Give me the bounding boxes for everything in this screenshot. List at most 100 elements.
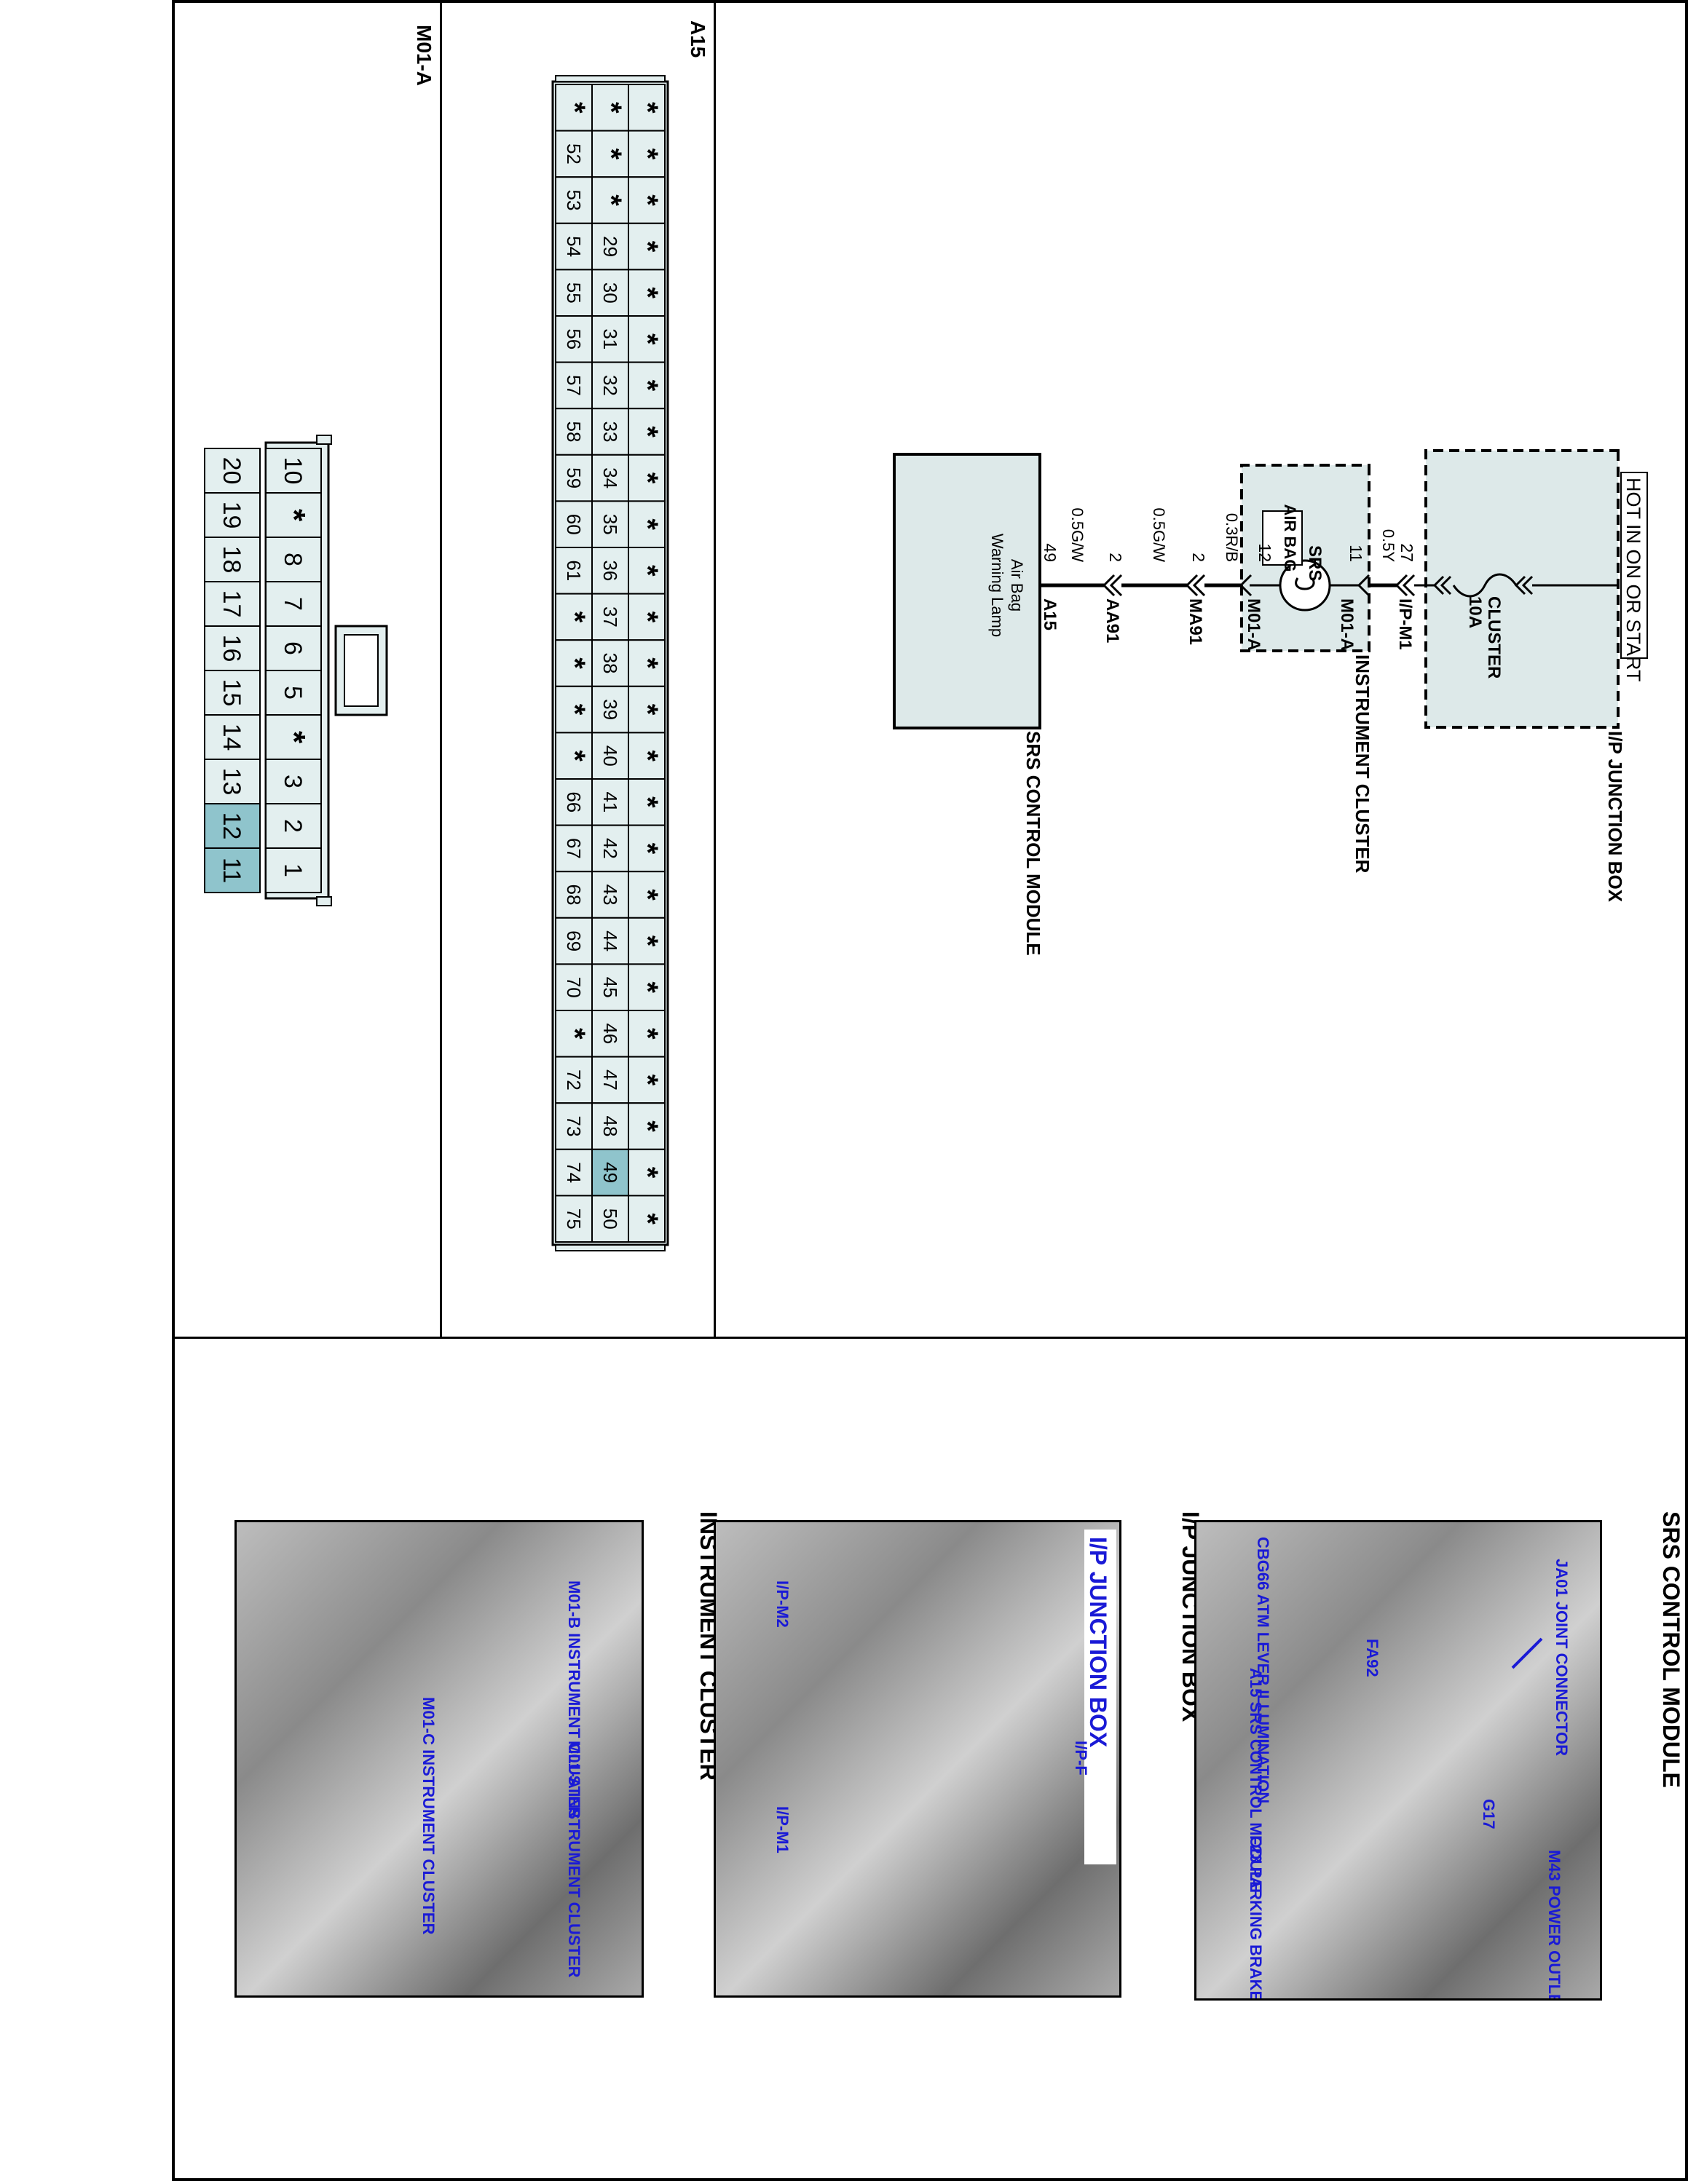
a15-pin-cell [555, 1195, 593, 1243]
connector-divider-2 [714, 0, 716, 1338]
wire-3: 0.5G/W [1150, 507, 1168, 562]
ma91-pin: 2 [1189, 553, 1208, 562]
a15-latch-right [555, 1244, 666, 1251]
a15-pin-label: * [631, 796, 663, 808]
srs-label-3: M43 POWER OUTLET [1545, 1850, 1563, 1998]
a15-pin-label: * [631, 194, 663, 206]
a15-pin-label: * [559, 750, 591, 761]
ipm1-name: I/P-M1 [1395, 598, 1415, 650]
junction-box-photo: I/P JUNCTION BOX I/P-M2 I/P-F I/P-M1 [714, 1520, 1121, 1998]
m01a-pin-label: 14 [218, 724, 245, 751]
m01a-pin-label: 19 [218, 502, 245, 529]
module-text-1: Air Bag [1008, 559, 1026, 612]
m01a-pin-label: 18 [218, 546, 245, 574]
a15-pin-label: 53 [563, 190, 585, 211]
airbag-label: AIR BAG [1281, 505, 1299, 572]
m01a-pin-label: 5 [279, 686, 307, 700]
m01a-key-inner [344, 634, 379, 707]
a15-pin-label: 69 [563, 930, 585, 951]
aa91-name: AA91 [1103, 598, 1122, 643]
a15-pin-label: * [595, 194, 627, 206]
power-label: HOT IN ON OR START [1622, 478, 1644, 682]
m01a-pin-label: 2 [279, 819, 307, 833]
a15-pin-label: 29 [599, 236, 621, 257]
wire-2: 0.3R/B [1223, 513, 1241, 562]
a15-pin-label: * [631, 1213, 663, 1224]
fuse-icon [1452, 573, 1518, 598]
a15-pin-label: * [631, 149, 663, 160]
a15-pin-label: 73 [563, 1116, 585, 1137]
junction-box [1424, 449, 1620, 729]
a15-pin-label: * [559, 612, 591, 623]
a15-pin-label: * [559, 1028, 591, 1040]
a15-pin-label: * [631, 981, 663, 993]
a15-pin-label: * [631, 889, 663, 901]
a15-pin-label: 49 [599, 1162, 621, 1183]
m01a-pin-label: 15 [218, 679, 245, 707]
srs-label-6: A15 SRS CONTROL MODULE [1247, 1668, 1265, 1892]
a15-name: A15 [1040, 598, 1060, 630]
a15-pin-label: 50 [599, 1208, 621, 1230]
srs-label-7: F23 PARKING BRAKE SWITCH [1247, 1835, 1265, 1998]
a15-pin-label: * [631, 1120, 663, 1132]
a15-pin-label: 75 [563, 1208, 585, 1230]
a15-pin-label: * [559, 704, 591, 716]
m01a-pin-label: 12 [218, 812, 245, 840]
a15-pin-label: 70 [563, 977, 585, 998]
srs-label-2: G17 [1480, 1799, 1498, 1829]
a15-pin-label: * [631, 1028, 663, 1040]
a15-pin-label: * [631, 935, 663, 947]
m01a-pin-label: 10 [279, 457, 307, 485]
srs-module-photo: JA01 JOINT CONNECTOR G17 M43 POWER OUTLE… [1194, 1520, 1602, 2001]
m01a-pin-label: 16 [218, 635, 245, 662]
instrument-cluster-photo: M01-B INSTRUMENT CLUSTER M01-C INSTRUMEN… [234, 1520, 644, 1998]
srs-label-1: JA01 JOINT CONNECTOR [1553, 1559, 1571, 1756]
m01a-pin-label: 3 [279, 775, 307, 788]
a15-pin-label: 39 [599, 699, 621, 720]
a15-pin-label: 44 [599, 930, 621, 951]
ic-label-3: M01-A INSTRUMENT CLUSTER [565, 1741, 583, 1978]
a15-pin-label: * [631, 518, 663, 530]
a15-pin-label: 36 [599, 560, 621, 581]
a15-pin-label: 56 [563, 328, 585, 349]
a15-pin-label: 31 [599, 328, 621, 349]
m01a-pin-label: 11 [218, 858, 245, 883]
a15-pin-label: 54 [563, 236, 585, 257]
a15-pin-label: 57 [563, 375, 585, 396]
a15-pin-label: * [595, 149, 627, 160]
a15-pin-label: * [595, 102, 627, 114]
m01a-title: M01-A [413, 25, 435, 86]
m01a-out-name: M01-A [1244, 598, 1263, 651]
m01a-pin-label: 8 [279, 553, 307, 566]
a15-pin-label: 37 [599, 606, 621, 628]
a15-pin-label: 58 [563, 422, 585, 443]
a15-pin-label: * [631, 1167, 663, 1179]
a15-pin-label: * [559, 657, 591, 669]
a15-pin-label: * [631, 704, 663, 716]
a15-pin: 49 [1041, 543, 1060, 562]
a15-pin-label: 59 [563, 467, 585, 488]
a15-pin-label: 40 [599, 745, 621, 767]
ipm1-pin: 27 [1397, 543, 1416, 562]
ic-label-1: M01-B INSTRUMENT CLUSTER [565, 1580, 583, 1818]
a15-pin-label: 43 [599, 885, 621, 906]
wiring-schematic: HOT IN ON OR START I/P JUNCTION BOX CLUS… [893, 449, 1648, 956]
m01a-pin-cell [204, 847, 261, 893]
section-divider [172, 1337, 1688, 1339]
m01a-pin-label: 13 [218, 768, 245, 796]
jb-label-2: I/P-F [1072, 1741, 1090, 1776]
m01a-pin-label: 20 [218, 457, 245, 485]
wire-4: 0.5G/W [1068, 507, 1086, 562]
a15-pin-label: 55 [563, 282, 585, 304]
m01a-pin-out: 12 [1255, 543, 1274, 562]
a15-pin-label: 60 [563, 514, 585, 535]
a15-pin-label: 35 [599, 514, 621, 535]
a15-pin-label: 33 [599, 422, 621, 443]
m01a-pin-in: 11 [1346, 545, 1365, 562]
a15-pin-label: 74 [563, 1162, 585, 1183]
a15-pin-label: * [631, 472, 663, 484]
a15-pin-label: * [631, 750, 663, 761]
a15-pin-label: * [631, 565, 663, 577]
